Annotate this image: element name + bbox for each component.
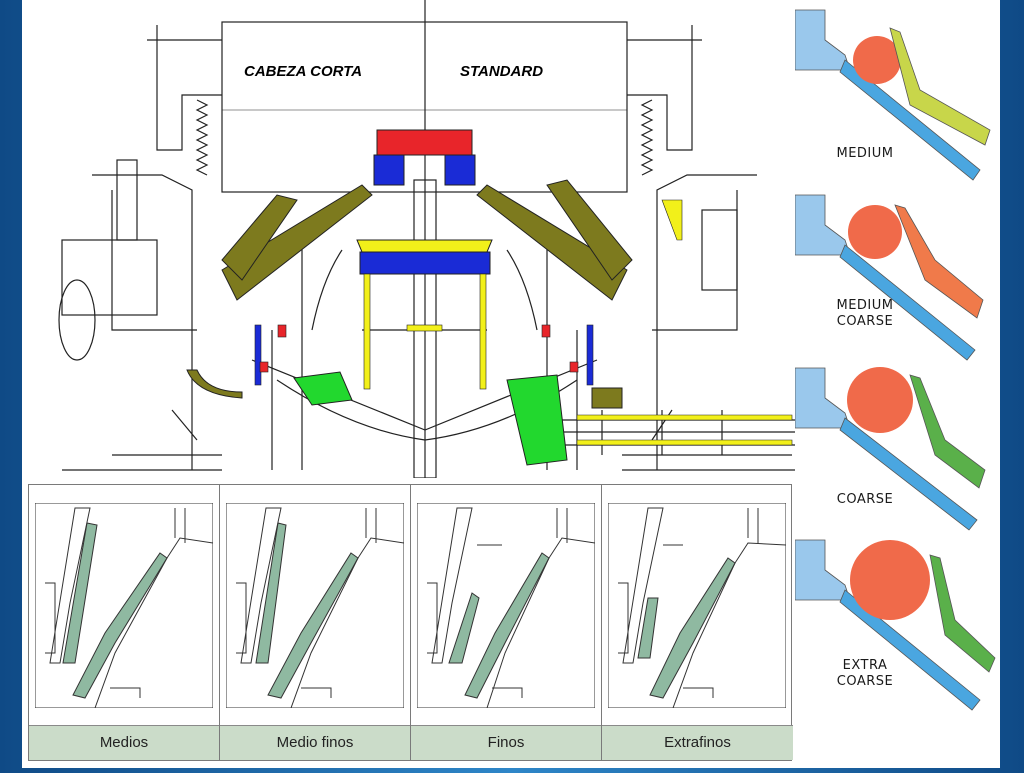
settings-drawing [794,9,996,711]
profile-drawing [35,503,213,708]
setting-medium-figure [794,9,991,181]
setting-label-coarse: COARSE [836,492,894,507]
profile-cell-finos: Finos [411,485,602,760]
profile-label-medio-finos: Medio finos [220,725,410,760]
setting-coarse-figure [794,367,986,531]
profile-label-finos: Finos [411,725,601,760]
profile-cell-medio-finos: Medio finos [220,485,411,760]
setting-extra-coarse-figure [794,539,996,711]
profile-label-extrafinos: Extrafinos [602,725,793,760]
profile-cell-medios: Medios [29,485,220,760]
crusher-drawing: CABEZA CORTA STANDARD [58,0,797,479]
profile-cell-extrafinos: Extrafinos [602,485,793,760]
liner-profiles-panel: Medios Medio finos Finos [28,484,793,761]
setting-label-medium-coarse: MEDIUM COARSE [836,298,894,329]
profile-drawing [608,503,786,708]
crusher-cross-section: CABEZA CORTA STANDARD [22,0,797,479]
profile-drawing [226,503,404,708]
setting-label-medium: MEDIUM [836,146,894,161]
left-title: CABEZA CORTA [244,63,362,80]
setting-medium-coarse-figure [794,194,984,361]
settings-panel: MEDIUM MEDIUM COARSE COARSE EXTRA COARSE [794,0,1000,768]
profile-label-medios: Medios [29,725,219,760]
setting-label-extra-coarse: EXTRA COARSE [836,658,894,689]
right-title: STANDARD [460,63,543,80]
profile-drawing [417,503,595,708]
